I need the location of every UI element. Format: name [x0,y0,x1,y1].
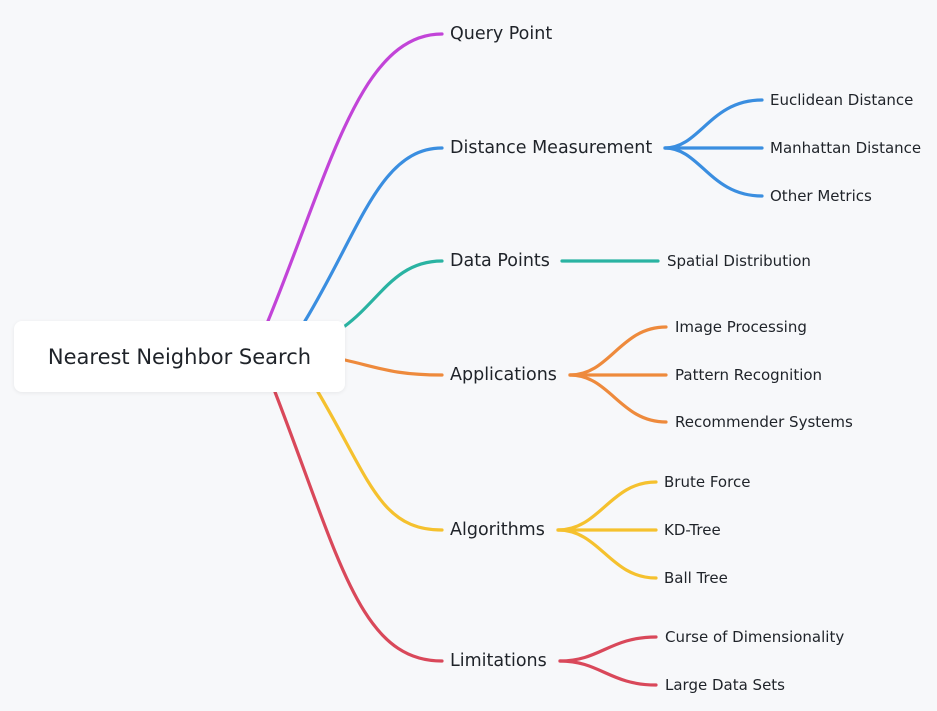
node-pattern-recognition[interactable]: Pattern Recognition [675,368,822,383]
node-other-metrics[interactable]: Other Metrics [770,189,872,204]
node-label: Brute Force [664,473,751,491]
node-distance-measurement[interactable]: Distance Measurement [450,138,653,158]
node-limitations[interactable]: Limitations [450,651,547,671]
node-label: Data Points [450,251,550,271]
node-label: Curse of Dimensionality [665,628,845,646]
node-brute-force[interactable]: Brute Force [664,475,750,490]
edge-limitations-curse [558,635,658,663]
node-label: Large Data Sets [665,676,785,694]
node-label: KD-Tree [664,521,721,539]
edge-root-limitations [273,390,444,663]
node-label: Limitations [450,651,547,671]
node-curse-of-dimensionality[interactable]: Curse of Dimensionality [665,630,844,645]
edge-distance-euclidean [663,98,764,150]
node-label: Manhattan Distance [770,139,922,157]
node-label: Query Point [450,24,553,44]
node-label: Other Metrics [770,187,872,205]
edge-root-applications [343,358,444,377]
node-spatial-distribution[interactable]: Spatial Distribution [667,254,811,269]
edge-root-algorithms [316,390,444,532]
node-data-points[interactable]: Data Points [450,251,550,271]
node-image-processing[interactable]: Image Processing [675,320,807,335]
node-label: Pattern Recognition [675,366,823,384]
node-label: Applications [450,365,557,385]
node-label: Ball Tree [664,569,728,587]
edge-algorithms-brute [556,480,658,532]
edge-distance-other [663,146,764,198]
edge-root-query-point [266,32,444,323]
node-kd-tree[interactable]: KD-Tree [664,523,721,538]
edge-limitations-large [558,659,658,687]
node-label: Distance Measurement [450,138,653,158]
node-label: Image Processing [675,318,807,336]
edge-algorithms-balltree [556,528,658,580]
root-label: Nearest Neighbor Search [47,344,312,369]
edge-root-distance-measurement [303,146,444,323]
node-manhattan-distance[interactable]: Manhattan Distance [770,141,921,156]
node-euclidean-distance[interactable]: Euclidean Distance [770,93,913,108]
node-label: Euclidean Distance [770,91,914,109]
node-applications[interactable]: Applications [450,365,557,385]
node-label: Spatial Distribution [667,252,811,270]
edge-applications-image [568,325,668,377]
node-ball-tree[interactable]: Ball Tree [664,571,728,586]
edge-applications-recommender [568,373,668,424]
node-label: Algorithms [450,520,545,540]
root-node[interactable]: Nearest Neighbor Search [14,321,345,392]
edge-root-data-points [343,259,444,328]
node-algorithms[interactable]: Algorithms [450,520,545,540]
node-large-data-sets[interactable]: Large Data Sets [665,678,785,693]
node-recommender-systems[interactable]: Recommender Systems [675,415,853,430]
node-query-point[interactable]: Query Point [450,24,553,44]
node-label: Recommender Systems [675,413,853,431]
